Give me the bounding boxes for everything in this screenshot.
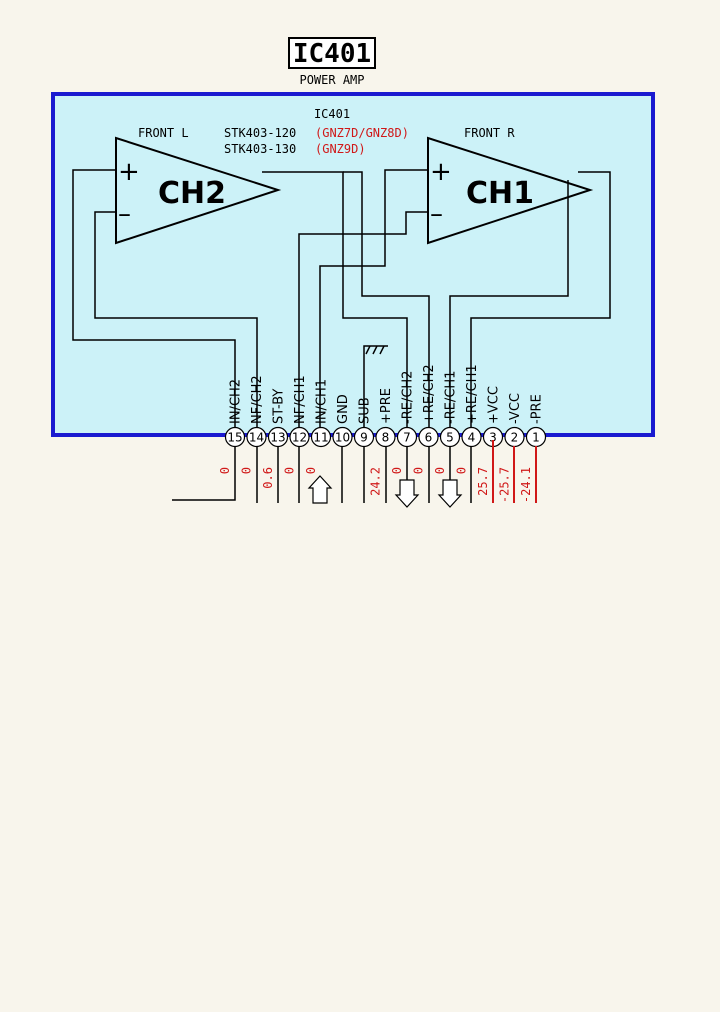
pin-name: +RE/CH1 xyxy=(465,364,480,424)
pin-name: NF/CH2 xyxy=(250,375,265,424)
ch1-amplifier-triangle xyxy=(427,136,594,245)
pin-number: 10 xyxy=(335,431,350,445)
pin-name: SUB xyxy=(358,397,373,424)
part-number-2: STK403-130 xyxy=(224,142,296,156)
ch1-plus-sign: + xyxy=(430,157,452,187)
pin-name: +VCC xyxy=(487,386,502,424)
pin-number: 11 xyxy=(313,431,328,445)
pin-voltage: 0 xyxy=(412,467,426,474)
pin-number: 6 xyxy=(425,431,433,445)
pin-number: 15 xyxy=(227,431,242,445)
ic-function: POWER AMP xyxy=(299,73,364,87)
ch2-plus-sign: + xyxy=(118,157,140,187)
pin-number: 5 xyxy=(446,431,454,445)
output-arrow-icon xyxy=(437,479,463,508)
pin-voltage: 24.2 xyxy=(369,467,383,496)
external-wiring xyxy=(172,440,537,508)
pin-number: 9 xyxy=(360,431,368,445)
pin-voltage: 0.6 xyxy=(261,467,275,489)
pin-name: NF/CH1 xyxy=(293,375,308,424)
pin-name: ST-BY xyxy=(272,389,287,424)
pin-voltage: -24.1 xyxy=(519,467,533,503)
pin-voltage: 25.7 xyxy=(476,467,490,496)
pin-number: 12 xyxy=(292,431,307,445)
pin-voltage: -25.7 xyxy=(498,467,512,503)
ch2-position: FRONT L xyxy=(138,126,189,140)
pin-name: -RE/CH1 xyxy=(444,371,459,424)
pin-name: -VCC xyxy=(508,393,523,424)
ch1-position: FRONT R xyxy=(464,126,515,140)
pin-number: 14 xyxy=(249,431,264,445)
ch2-amplifier-triangle xyxy=(115,136,282,245)
pin-voltage: 0 xyxy=(433,467,447,474)
pin-number: 8 xyxy=(382,431,390,445)
pin-number: 7 xyxy=(403,431,411,445)
pin-name: IN/CH2 xyxy=(229,379,244,424)
pin-voltage: 0 xyxy=(390,467,404,474)
ch1-label: CH1 xyxy=(466,176,534,211)
pin-number: 2 xyxy=(511,431,519,445)
pin-voltage: 0 xyxy=(218,467,232,474)
part-variant-2: (GNZ9D) xyxy=(315,142,366,156)
ch1-minus-sign: – xyxy=(430,199,443,229)
pin-name: +RE/CH2 xyxy=(422,364,437,424)
input-arrow-icon xyxy=(307,475,333,504)
ic-title-box xyxy=(288,37,376,69)
pin-voltage: 0 xyxy=(283,467,297,474)
pin-number: 13 xyxy=(270,431,285,445)
pin-circle xyxy=(310,426,332,448)
pin-voltage: 0 xyxy=(304,467,318,474)
pin-voltage: 0 xyxy=(240,467,254,474)
part-number-1: STK403-120 xyxy=(224,126,296,140)
ic-inner-name: IC401 xyxy=(314,107,350,121)
pin-name: +PRE xyxy=(379,388,394,424)
pin-row: 15IN/CH2014NF/CH2013ST-BY0.612NF/CH1011I… xyxy=(218,364,547,503)
pin-name: IN/CH1 xyxy=(315,379,330,424)
pin-name: GND xyxy=(336,394,351,424)
part-variant-1: (GNZ7D/GNZ8D) xyxy=(315,126,409,140)
output-arrow-icon xyxy=(394,479,420,508)
pin-voltage: 0 xyxy=(455,467,469,474)
pin-number: 1 xyxy=(532,431,540,445)
pin-number: 4 xyxy=(468,431,476,445)
pin-name: -PRE xyxy=(530,394,545,424)
internal-wiring xyxy=(72,169,611,428)
ch2-minus-sign: – xyxy=(118,199,131,229)
pin-name: -RE/CH2 xyxy=(401,371,416,424)
ch2-label: CH2 xyxy=(158,176,226,211)
pin-number: 3 xyxy=(489,431,497,445)
ic-title: IC401 xyxy=(293,39,371,69)
